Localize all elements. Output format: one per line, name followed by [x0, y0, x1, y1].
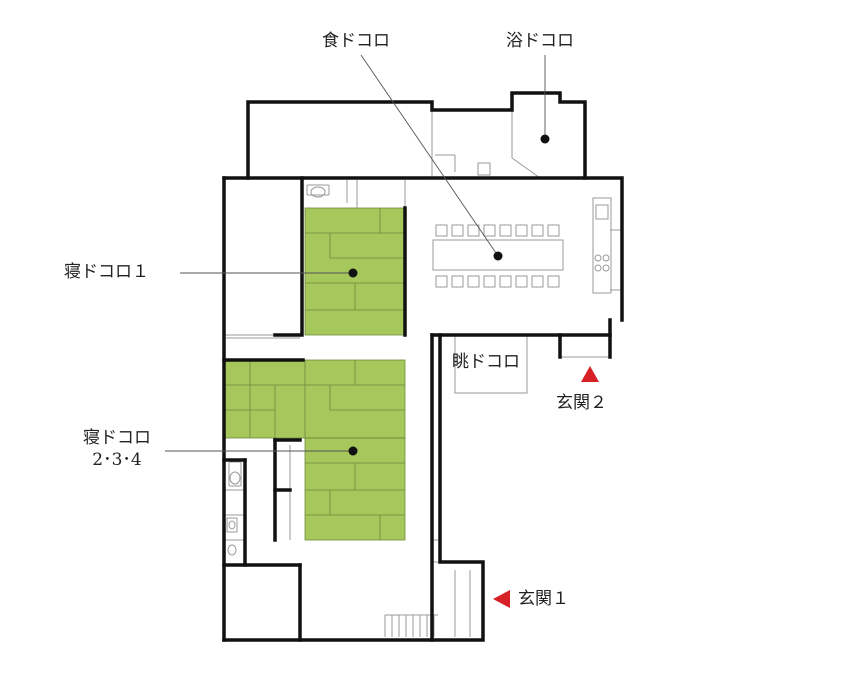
label-bath: 浴ドコロ — [506, 31, 574, 51]
chairs-bottom — [435, 275, 560, 288]
kitchen-counter — [592, 197, 612, 294]
label-bedroom-1: 寝ドコロ１ — [64, 262, 149, 282]
dot-icon — [348, 268, 358, 278]
sink-icon — [227, 544, 237, 556]
stairs — [384, 614, 438, 637]
walls — [222, 91, 624, 642]
label-view: 眺ドコロ — [452, 352, 520, 372]
dot-icon — [493, 251, 503, 261]
dot-icon — [540, 134, 550, 144]
toilet-icon — [228, 461, 242, 487]
entrance-1-triangle-icon — [493, 590, 510, 608]
label-entrance-1: 玄関１ — [518, 589, 569, 609]
label-bedroom-234-line1: 寝ドコロ — [83, 428, 151, 448]
label-dining: 食ドコロ — [322, 31, 390, 51]
label-bedroom-234-line2: 2･3･4 — [92, 450, 142, 470]
label-bedroom-234: 寝ドコロ 2･3･4 — [62, 430, 172, 469]
dot-icon — [348, 446, 358, 456]
tatami-bedroom-234 — [224, 359, 406, 541]
toilet-icon — [306, 180, 348, 203]
sink-icon — [226, 517, 238, 533]
leader-lines — [165, 54, 546, 452]
entrance-2-triangle-icon — [581, 366, 599, 382]
chairs-top — [435, 224, 560, 237]
dining-table — [432, 224, 564, 288]
room-markers — [348, 134, 550, 456]
label-entrance-2: 玄関２ — [556, 393, 607, 413]
